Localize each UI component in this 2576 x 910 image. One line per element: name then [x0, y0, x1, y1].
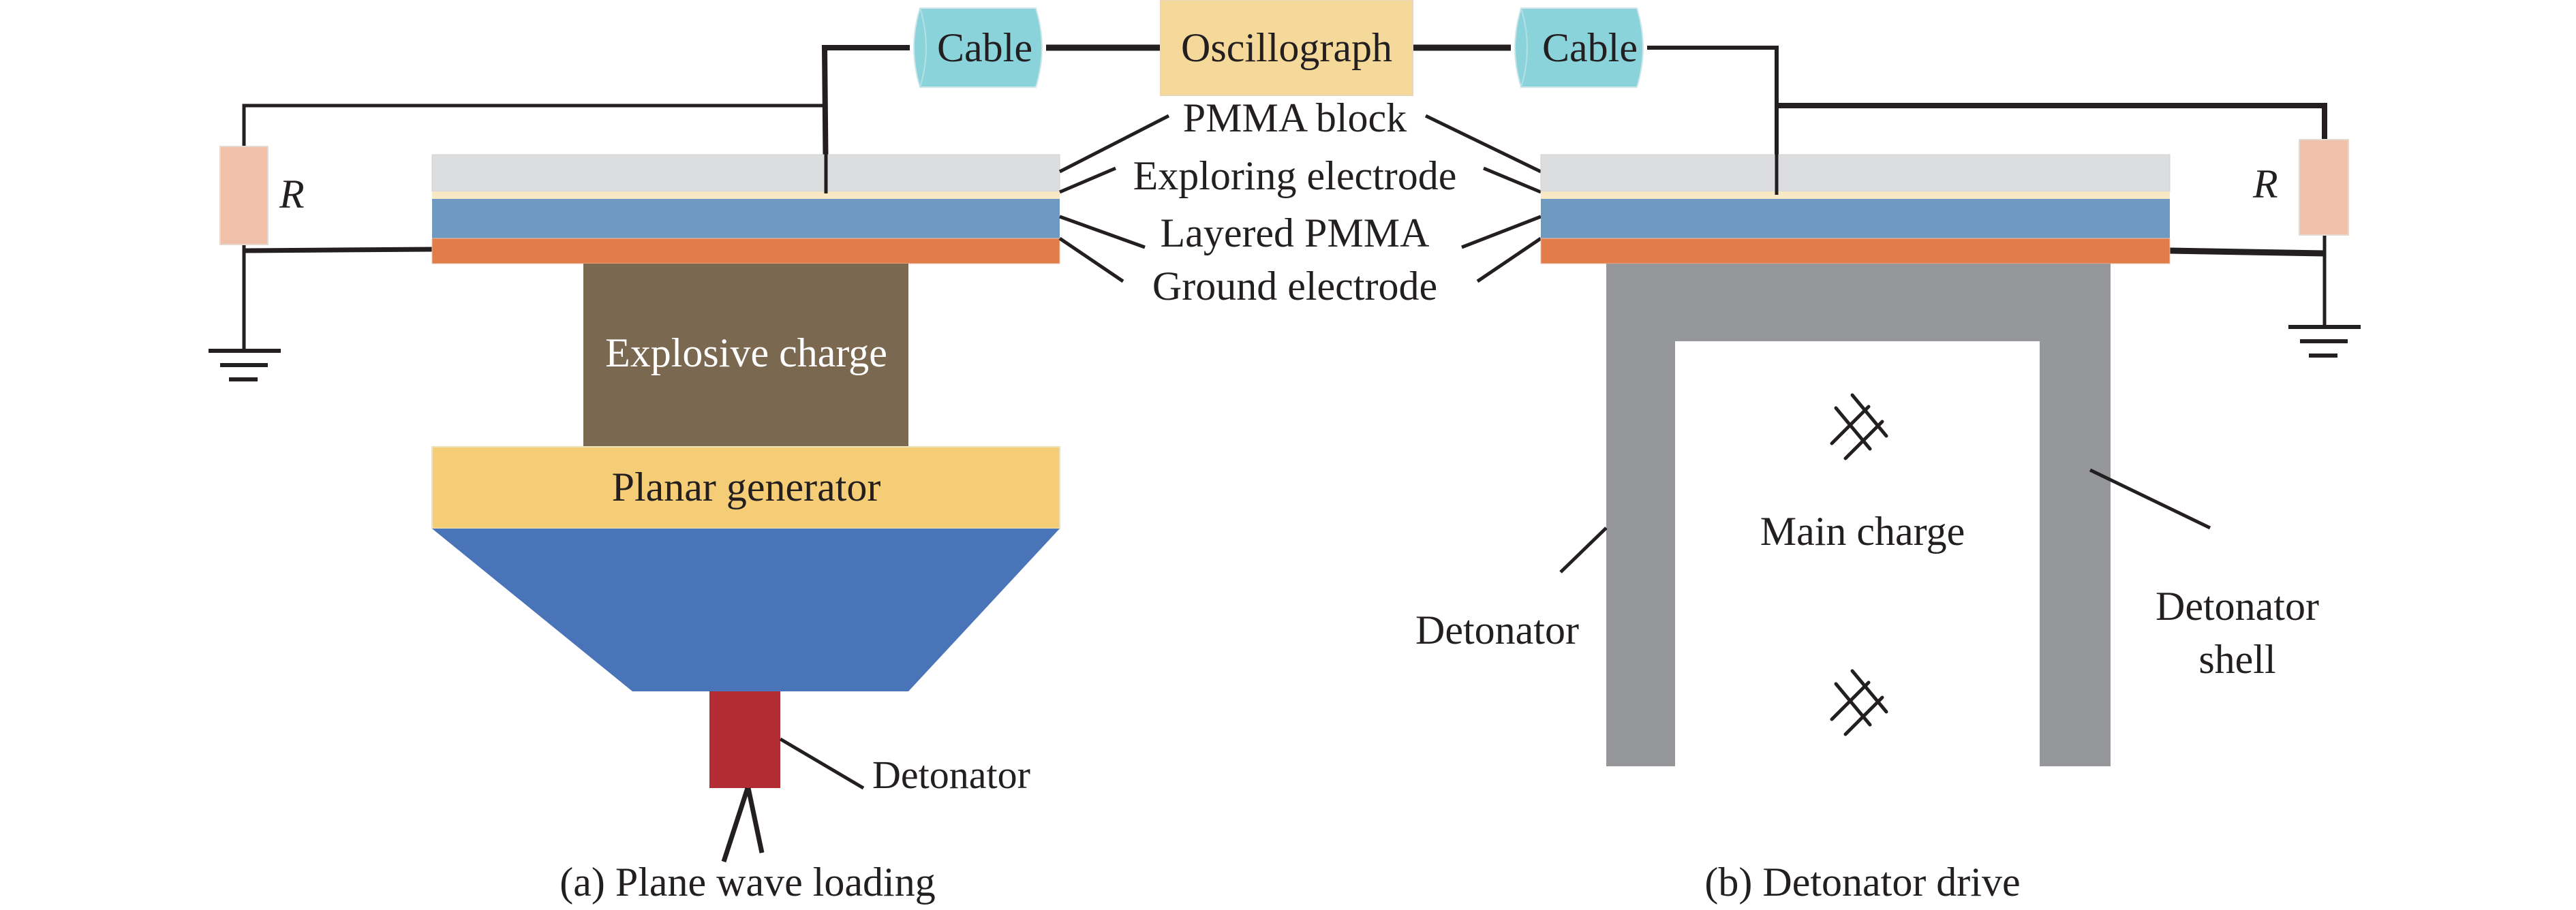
layered-pmma-right [1541, 199, 2170, 238]
ground-electrode-left [431, 238, 1060, 264]
detonator-a-leader [779, 737, 865, 790]
target-stack-right [1540, 154, 2171, 264]
shell-label-line1: Detonator [2156, 584, 2319, 629]
hash-icon-top [1830, 393, 1888, 460]
label-exploring-electrode: Exploring electrode [1133, 153, 1457, 198]
cable-right: Cable [1514, 7, 1644, 88]
shell-leader [2089, 468, 2211, 530]
planar-generator [431, 446, 1060, 529]
target-stack-left [431, 154, 1060, 264]
label-ground-electrode: Ground electrode [1152, 264, 1437, 309]
exploring-electrode-right [1541, 191, 2170, 199]
resistor-right-label: R [2252, 161, 2278, 206]
label-layered-pmma: Layered PMMA [1161, 210, 1430, 255]
detonator-b-label: Detonator [1415, 608, 1579, 653]
main-charge-label: Main charge [1760, 509, 1965, 554]
ground-icon-left [209, 349, 281, 381]
exploring-electrode-left [432, 191, 1060, 199]
resistor-left-label: R [279, 172, 305, 217]
wire-left-resistor-top [242, 104, 825, 146]
planar-generator-label: Planar generator [612, 465, 881, 509]
detonator-b-leader [1559, 527, 1608, 574]
oscillograph: Oscillograph [1160, 0, 1413, 96]
ground-icon-right [2288, 325, 2361, 358]
cable-left-label: Cable [937, 25, 1032, 70]
cable-left: Cable [913, 7, 1043, 88]
resistor-right [2299, 139, 2349, 236]
label-pmma-block: PMMA block [1183, 95, 1407, 140]
wave-lens [432, 529, 1060, 691]
cable-right-label: Cable [1542, 25, 1638, 70]
pmma-block-right [1540, 154, 2171, 192]
ground-electrode-right [1540, 238, 2171, 264]
detonator-a-leads [721, 787, 765, 863]
wire-right-resistor-top [1777, 103, 2327, 140]
caption-b: (b) Detonator drive [1704, 860, 2020, 905]
pmma-block-left [431, 154, 1060, 192]
wire-right-ground-electrode [2169, 247, 2325, 257]
caption-a: (a) Plane wave loading [559, 860, 935, 905]
resistor-left [219, 146, 269, 245]
detonator-a-label: Detonator [872, 753, 1030, 797]
explosive-charge-label: Explosive charge [605, 330, 887, 375]
hash-icon-bottom [1830, 669, 1888, 736]
oscillograph-label: Oscillograph [1181, 25, 1392, 70]
wire-left-ground-electrode [243, 247, 433, 253]
layer-callouts [1058, 114, 1542, 283]
layered-pmma-left [432, 199, 1060, 238]
explosive-charge [583, 264, 908, 447]
shell-label-line2: shell [2198, 637, 2275, 682]
detonator-a [709, 691, 780, 788]
signal-wires [242, 44, 2327, 351]
detonator-shell [1606, 264, 2111, 766]
